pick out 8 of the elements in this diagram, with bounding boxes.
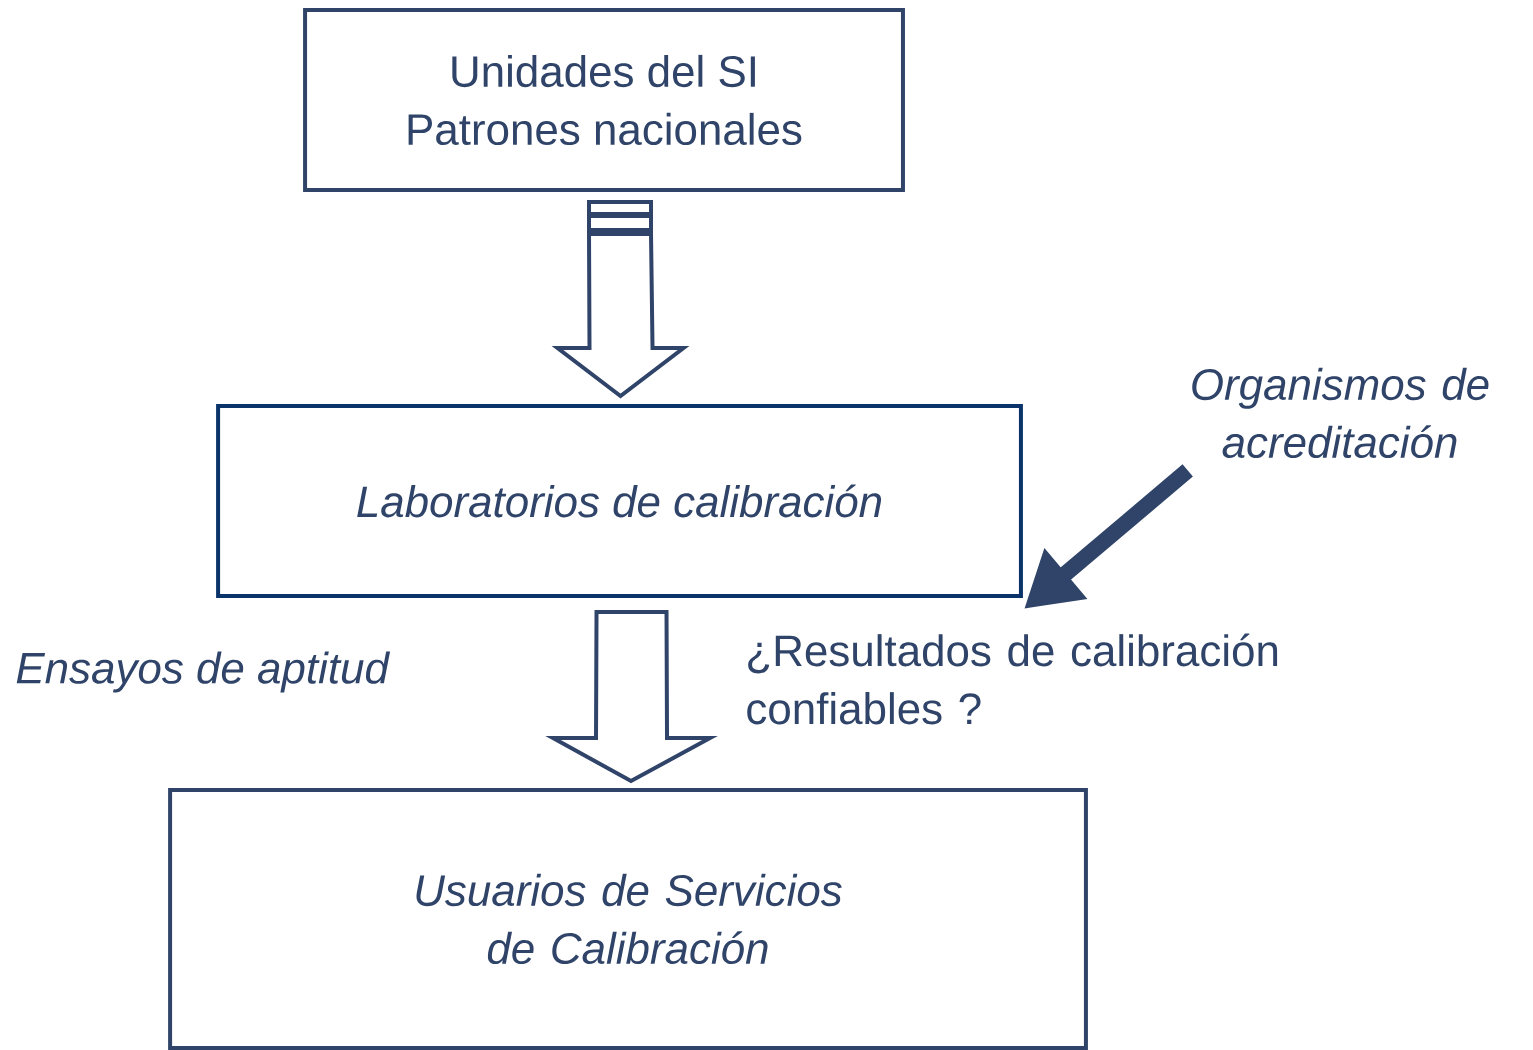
process-box: Usuarios de Servicios de Calibración — [168, 788, 1088, 1050]
process-box: Laboratorios de calibración — [216, 404, 1023, 598]
process-box: Unidades del SI Patrones nacionales — [303, 8, 905, 192]
block-arrow — [551, 200, 690, 399]
text-label: ¿Resultados de calibración confiables ? — [747, 633, 1278, 725]
block-arrow — [545, 610, 718, 784]
text-label: Organismos de acreditación — [1192, 367, 1489, 459]
text-label: Ensayos de aptitud — [16, 651, 391, 693]
